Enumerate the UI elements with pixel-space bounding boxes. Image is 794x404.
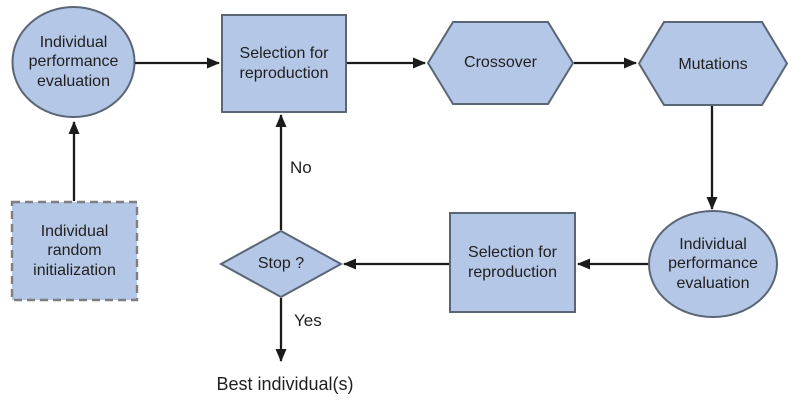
node-random-initialization	[10, 200, 139, 302]
node-label-crossover: Crossover	[464, 54, 537, 72]
node-performance-evaluation-1	[11, 6, 136, 118]
edge-label-yes: Yes	[294, 311, 322, 330]
node-mutations	[637, 21, 789, 106]
output-label-best-individuals: Best individual(s)	[216, 374, 354, 394]
node-crossover	[426, 21, 575, 105]
node-label-selection-reproduction-1: Selection for reproduction	[239, 44, 329, 82]
node-stop-decision	[218, 229, 344, 299]
node-label-random-initialization: Individual random initialization	[33, 222, 116, 279]
node-label-mutations: Mutations	[678, 55, 748, 73]
node-label-stop-decision: Stop ?	[257, 255, 305, 273]
node-label-performance-evaluation-1: Individual performance evaluation	[28, 33, 119, 90]
node-selection-reproduction-2	[449, 212, 576, 313]
node-label-performance-evaluation-2: Individual performance evaluation	[668, 235, 758, 292]
node-label-selection-reproduction-2: Selection for reproduction	[468, 243, 557, 281]
edge-label-no: No	[290, 158, 312, 177]
node-performance-evaluation-2	[648, 210, 778, 318]
node-selection-reproduction-1	[221, 14, 347, 113]
